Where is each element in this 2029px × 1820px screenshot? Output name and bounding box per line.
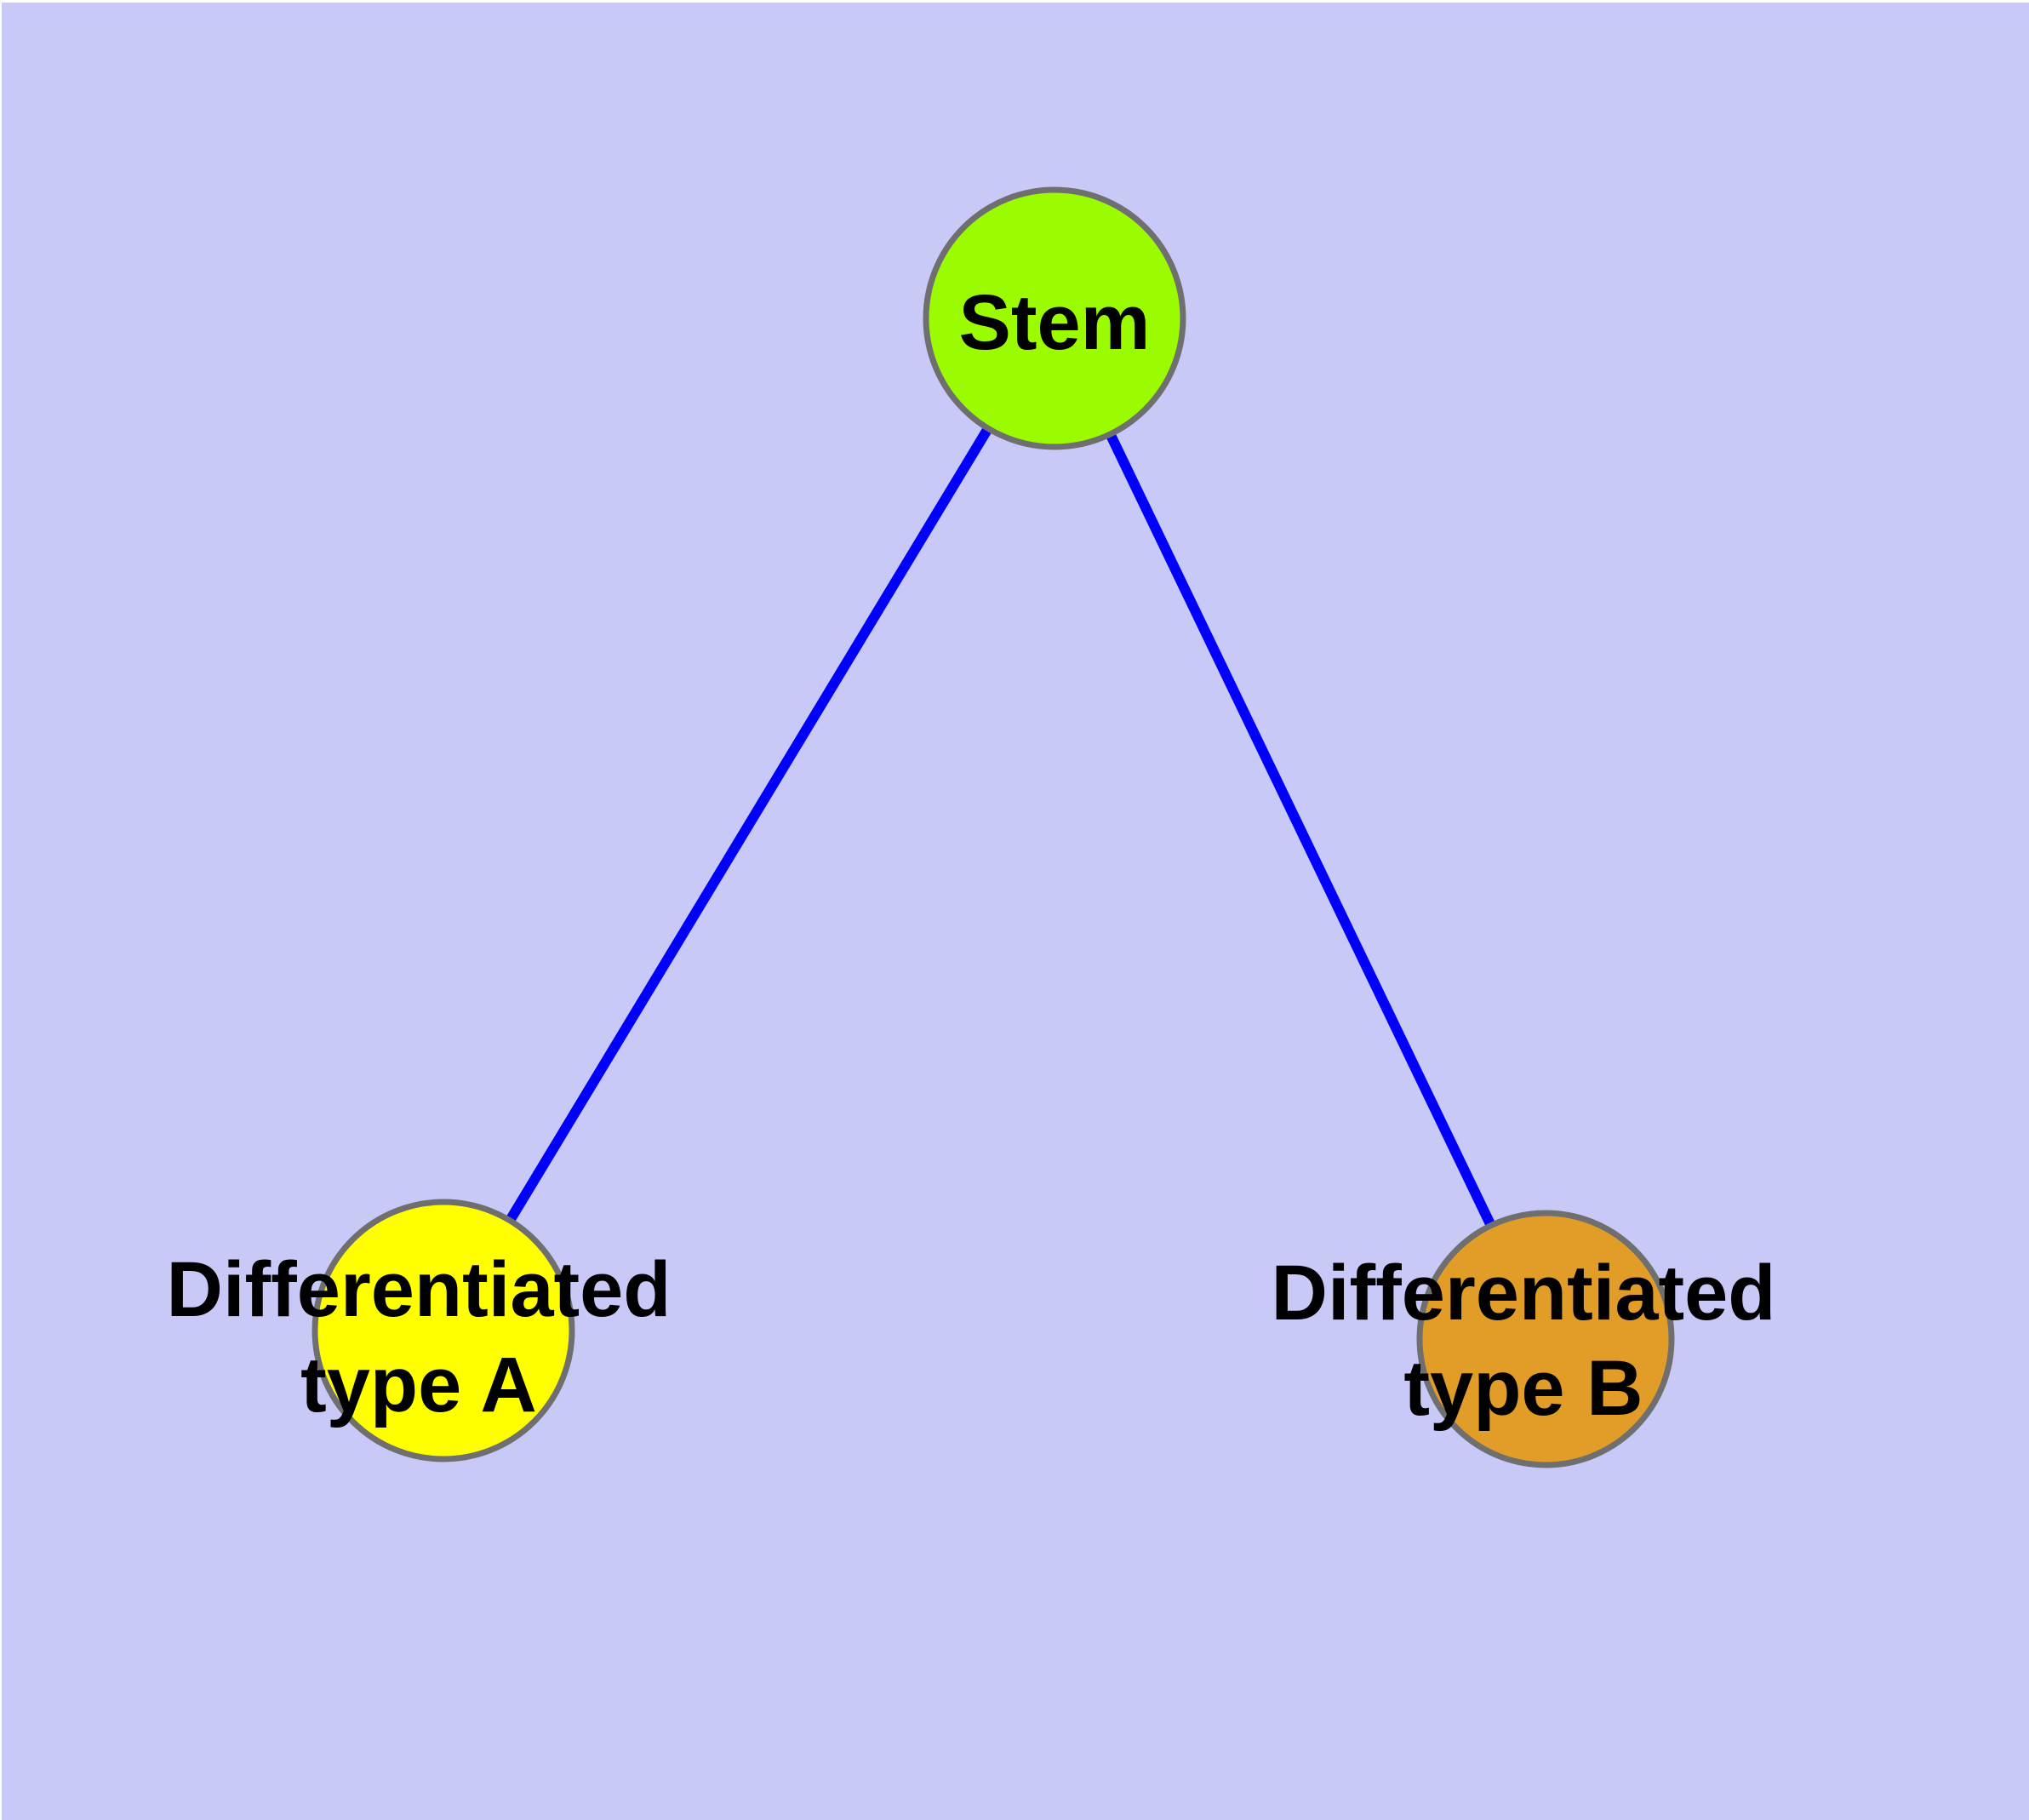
node-differentiated-type-a — [311, 1199, 575, 1462]
edge-stem-to-type-b — [1049, 316, 1551, 1342]
node-differentiated-type-b — [1416, 1210, 1675, 1468]
node-differentiated-type-a-label-line1: Differentiated — [167, 1246, 672, 1333]
node-stem — [923, 186, 1186, 450]
node-stem-label: Stem — [959, 279, 1151, 366]
node-differentiated-type-a-label-line2: type A — [300, 1342, 537, 1428]
node-differentiated-type-b-label-line2: type B — [1403, 1345, 1643, 1432]
node-differentiated-type-b-label-line1: Differentiated — [1272, 1250, 1776, 1336]
edge-stem-to-type-a — [438, 315, 1060, 1334]
